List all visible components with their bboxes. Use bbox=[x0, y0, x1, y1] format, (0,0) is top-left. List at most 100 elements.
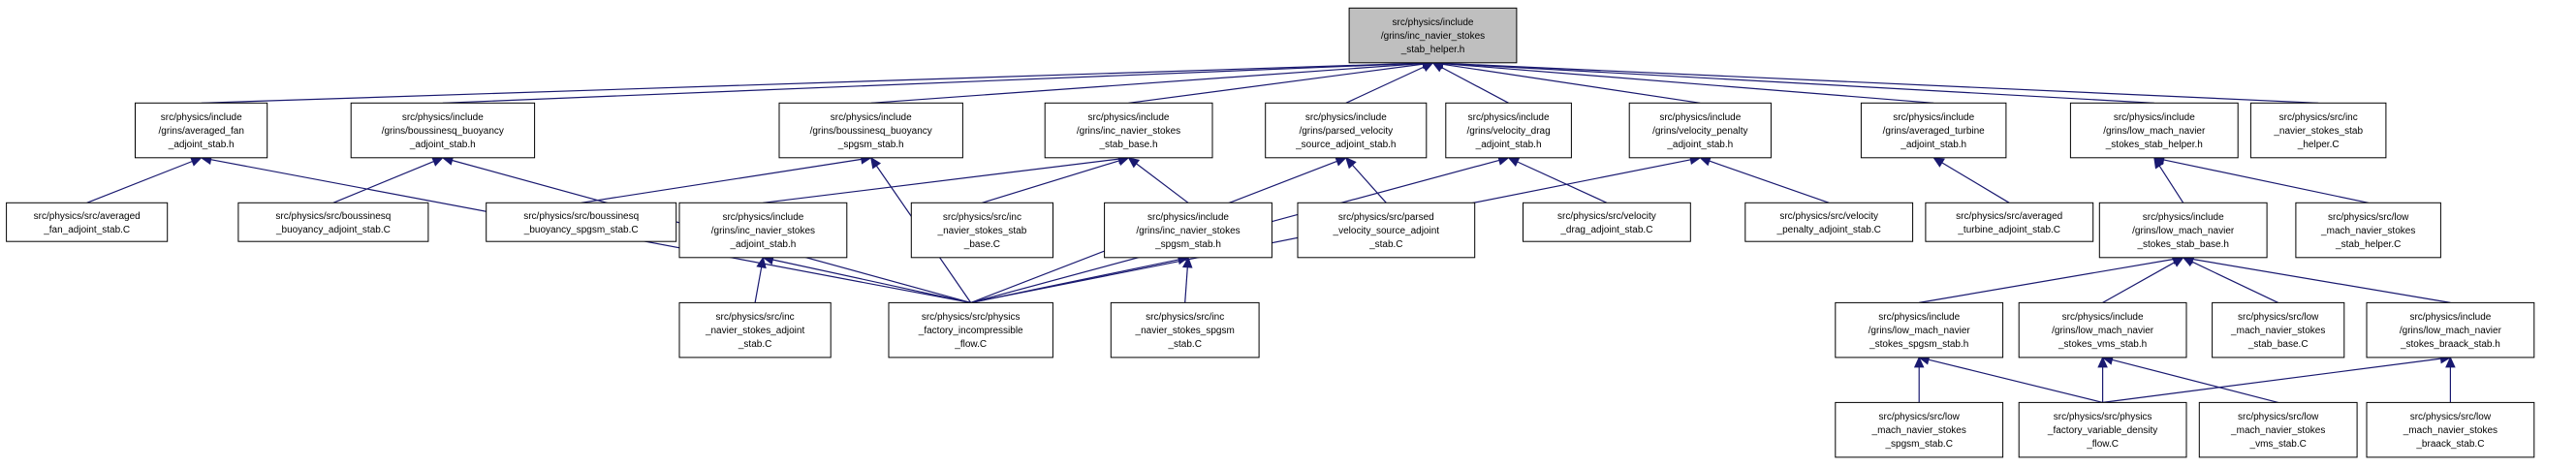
node-box bbox=[2098, 202, 2268, 259]
node-label-line: /grins/inc_navier_stokes bbox=[1136, 226, 1240, 236]
node-inc-spgsm-c[interactable]: src/physics/src/inc_navier_stokes_spgsm_… bbox=[1110, 301, 1260, 359]
node-box bbox=[350, 102, 536, 159]
node-label-line: src/physics/src/boussinesq bbox=[275, 211, 391, 222]
edge-line bbox=[2102, 262, 2176, 303]
node-label-line: /grins/low_mach_navier bbox=[2132, 226, 2235, 236]
node-low-braack-h[interactable]: src/physics/include/grins/low_mach_navie… bbox=[2366, 301, 2535, 359]
node-fac-var-c[interactable]: src/physics/src/physics_factory_variable… bbox=[2018, 401, 2187, 458]
node-label-line: src/physics/include bbox=[1147, 212, 1229, 223]
node-root[interactable]: src/physics/include/grins/inc_navier_sto… bbox=[1348, 7, 1518, 64]
node-low-braack-c[interactable]: src/physics/src/low_mach_navier_stokes_b… bbox=[2366, 401, 2535, 458]
node-label-line: _navier_stokes_adjoint bbox=[705, 326, 805, 336]
edge-fac-var-c-to-low-spgsm-h bbox=[1918, 355, 2103, 403]
node-inc-adj-h[interactable]: src/physics/include/grins/inc_navier_sto… bbox=[678, 202, 848, 259]
node-avg-fan-h[interactable]: src/physics/include/grins/averaged_fan_a… bbox=[135, 102, 268, 159]
node-label-line: _stab_helper.C bbox=[2335, 239, 2401, 250]
edge-low-base-c-to-low-base-h bbox=[2182, 257, 2278, 303]
node-parsed-vel-h[interactable]: src/physics/include/grins/parsed_velocit… bbox=[1265, 102, 1428, 159]
node-label-line: src/physics/include bbox=[1305, 112, 1387, 123]
node-box bbox=[1044, 102, 1213, 159]
node-inc-helper-c[interactable]: src/physics/src/inc_navier_stokes_stab_h… bbox=[2249, 102, 2387, 159]
node-label-line: src/physics/src/velocity bbox=[1557, 211, 1656, 222]
edge-fac-var-c-to-low-braack-h bbox=[2102, 353, 2452, 403]
node-box bbox=[1925, 202, 2094, 242]
node-box bbox=[2295, 202, 2441, 259]
node-label-line: src/physics/src/low bbox=[1879, 412, 1961, 422]
node-low-helper-c[interactable]: src/physics/src/low_mach_navier_stokes_s… bbox=[2295, 202, 2441, 259]
node-label-line: _factory_incompressible bbox=[918, 326, 1023, 336]
node-label-line: src/physics/src/inc bbox=[2279, 112, 2358, 123]
node-label-line: src/physics/src/low bbox=[2238, 312, 2319, 323]
arrowhead-icon bbox=[1344, 156, 1357, 170]
node-label-line: _vms_stab.C bbox=[2249, 439, 2307, 450]
edge-inc-base-c-to-inc-base-h bbox=[982, 155, 1130, 203]
node-label-line: src/physics/src/physics bbox=[922, 312, 1021, 323]
arrowhead-icon bbox=[2171, 257, 2184, 267]
edge-inc-adj-c-to-inc-adj-h bbox=[754, 256, 767, 303]
arrowhead-icon bbox=[189, 156, 203, 167]
node-box bbox=[1835, 401, 2004, 458]
node-label-line: _stokes_stab_base.h bbox=[2136, 239, 2229, 250]
node-box bbox=[486, 202, 677, 242]
node-low-base-h[interactable]: src/physics/include/grins/low_mach_navie… bbox=[2098, 202, 2268, 259]
node-label-line: _flow.C bbox=[2086, 439, 2119, 450]
node-label-line: _buoyancy_adjoint_stab.C bbox=[275, 225, 391, 235]
edge-line bbox=[1128, 63, 1424, 104]
edge-line bbox=[2102, 358, 2441, 403]
node-avg-turb-c[interactable]: src/physics/src/averaged_turbine_adjoint… bbox=[1925, 202, 2094, 242]
node-low-base-c[interactable]: src/physics/src/low_mach_navier_stokes_s… bbox=[2212, 301, 2345, 359]
node-inc-adj-c[interactable]: src/physics/src/inc_navier_stokes_adjoin… bbox=[678, 301, 832, 359]
edge-line bbox=[1941, 162, 2010, 203]
node-avg-fan-c[interactable]: src/physics/src/averaged_fan_adjoint_sta… bbox=[6, 202, 169, 242]
node-low-vms-h[interactable]: src/physics/include/grins/low_mach_navie… bbox=[2018, 301, 2187, 359]
node-low-spgsm-c[interactable]: src/physics/src/low_mach_navier_stokes_s… bbox=[1835, 401, 2004, 458]
node-box bbox=[2069, 102, 2239, 159]
node-box bbox=[1297, 202, 1476, 259]
node-box bbox=[1860, 102, 2007, 159]
edge-line bbox=[1442, 63, 1934, 104]
edge-line bbox=[754, 266, 763, 303]
edge-low-vms-c-to-low-vms-h bbox=[2101, 355, 2278, 403]
node-fac-inc-c[interactable]: src/physics/src/physics _factory_incompre… bbox=[888, 301, 1053, 359]
node-inc-spgsm-h[interactable]: src/physics/include/grins/inc_navier_sto… bbox=[1104, 202, 1272, 259]
node-bous-spgsm-h[interactable]: src/physics/include/grins/boussinesq_buo… bbox=[778, 102, 963, 159]
edge-line bbox=[1352, 164, 1387, 203]
node-label-line: src/physics/include bbox=[402, 112, 484, 123]
node-box bbox=[778, 102, 963, 159]
edge-line bbox=[1442, 62, 2154, 104]
node-vel-drag-h[interactable]: src/physics/include/grins/velocity_drag_… bbox=[1445, 102, 1572, 159]
node-box bbox=[6, 202, 169, 242]
node-parsed-vel-c[interactable]: src/physics/src/parsed_velocity_source_a… bbox=[1297, 202, 1476, 259]
node-box bbox=[2198, 401, 2358, 458]
arrowhead-icon bbox=[2445, 356, 2456, 368]
edge-fac-inc-c-to-inc-adj-h bbox=[762, 254, 971, 303]
node-box bbox=[1104, 202, 1272, 259]
node-label-line: _navier_stokes_stab bbox=[2273, 126, 2363, 137]
arrowhead-icon bbox=[756, 256, 767, 269]
edge-inc-helper-c-to-root bbox=[1431, 58, 2319, 104]
node-vel-pen-c[interactable]: src/physics/src/velocity_penalty_adjoint… bbox=[1744, 202, 1914, 242]
node-bous-adj-h[interactable]: src/physics/include/grins/boussinesq_buo… bbox=[350, 102, 536, 159]
node-low-spgsm-h[interactable]: src/physics/include/grins/low_mach_navie… bbox=[1835, 301, 2004, 359]
node-vel-pen-h[interactable]: src/physics/include/grins/velocity_penal… bbox=[1628, 102, 1772, 159]
arrowhead-icon bbox=[1507, 157, 1521, 168]
node-bous-spgsm-c[interactable]: src/physics/src/boussinesq_buoyancy_spgs… bbox=[486, 202, 677, 242]
node-label-line: _spgsm_stab.h bbox=[1154, 239, 1221, 250]
node-inc-base-h[interactable]: src/physics/include/grins/inc_navier_sto… bbox=[1044, 102, 1213, 159]
edge-vel-pen-c-to-vel-pen-h bbox=[1699, 156, 1830, 203]
node-low-vms-c[interactable]: src/physics/src/low_mach_navier_stokes_v… bbox=[2198, 401, 2358, 458]
node-low-helper-h[interactable]: src/physics/include/grins/low_mach_navie… bbox=[2069, 102, 2239, 159]
node-label-line: src/physics/src/inc bbox=[943, 212, 1021, 223]
node-bous-adj-c[interactable]: src/physics/src/boussinesq _buoyancy_adjo… bbox=[237, 202, 429, 242]
edge-avg-fan-c-to-avg-fan-h bbox=[86, 156, 203, 203]
node-label-line: _spgsm_stab.C bbox=[1884, 439, 1952, 450]
node-label-line: _mach_navier_stokes bbox=[2230, 425, 2325, 436]
node-avg-turb-h[interactable]: src/physics/include/grins/averaged_turbi… bbox=[1860, 102, 2007, 159]
node-label-line: _stab.C bbox=[1167, 339, 1201, 350]
node-vel-drag-c[interactable]: src/physics/src/velocity_drag_adjoint_st… bbox=[1523, 202, 1691, 242]
node-inc-base-c[interactable]: src/physics/src/inc_navier_stokes_stab_b… bbox=[910, 202, 1053, 259]
node-label-line: src/physics/include bbox=[1088, 112, 1170, 123]
node-label-line: /grins/velocity_drag bbox=[1467, 126, 1551, 137]
node-label-line: _source_adjoint_stab.h bbox=[1295, 140, 1396, 150]
